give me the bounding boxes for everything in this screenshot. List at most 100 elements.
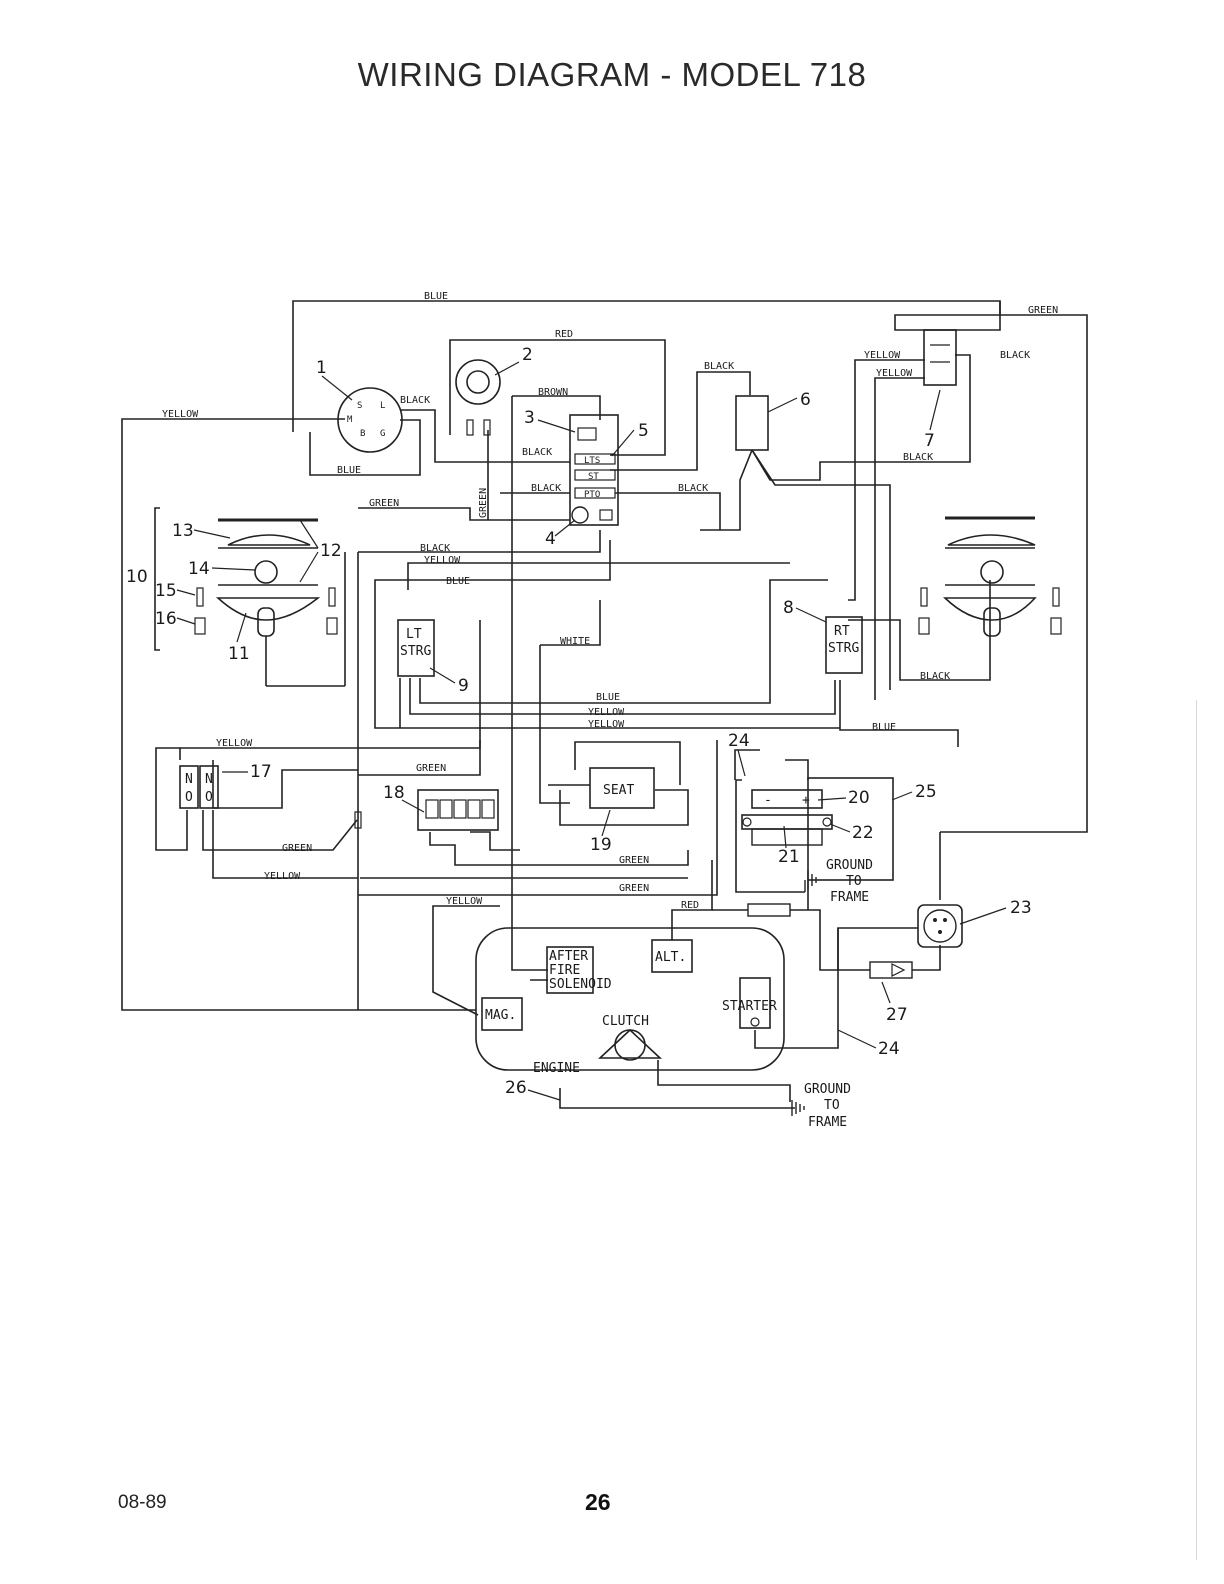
svg-text:MAG.: MAG.	[485, 1008, 516, 1023]
svg-text:13: 13	[172, 521, 194, 541]
horn-component	[455, 359, 501, 436]
svg-text:GREEN: GREEN	[619, 883, 649, 894]
svg-text:+: +	[802, 793, 810, 808]
svg-text:GREEN: GREEN	[478, 488, 489, 518]
svg-text:BLUE: BLUE	[424, 291, 448, 302]
svg-text:5: 5	[638, 421, 649, 441]
svg-text:BLACK: BLACK	[522, 447, 552, 458]
svg-text:O: O	[185, 790, 193, 805]
battery-20: - +	[741, 777, 894, 881]
svg-text:YELLOW: YELLOW	[424, 555, 461, 566]
svg-text:17: 17	[250, 762, 272, 782]
svg-text:1: 1	[316, 358, 327, 378]
page-title: WIRING DIAGRAM - MODEL 718	[357, 56, 867, 93]
svg-text:GREEN: GREEN	[619, 855, 649, 866]
to-label-2: TO	[824, 1098, 840, 1113]
svg-text:7: 7	[924, 431, 935, 451]
diode-27	[869, 961, 913, 979]
ground-label-2: GROUND	[804, 1082, 851, 1097]
wire-labels: BLUE GREEN RED YELLOW BLACK BLUE BROWN B…	[162, 291, 1058, 911]
svg-text:BLACK: BLACK	[1000, 350, 1030, 361]
svg-text:GREEN: GREEN	[416, 763, 446, 774]
svg-text:M: M	[347, 415, 353, 425]
svg-text:25: 25	[915, 782, 937, 802]
svg-text:LT: LT	[406, 627, 422, 642]
svg-text:-: -	[764, 793, 772, 808]
svg-text:FIRE: FIRE	[549, 963, 580, 978]
svg-text:N: N	[205, 772, 213, 787]
svg-text:YELLOW: YELLOW	[588, 719, 625, 730]
svg-text:12: 12	[320, 541, 342, 561]
svg-text:YELLOW: YELLOW	[864, 350, 901, 361]
svg-text:ST: ST	[588, 472, 599, 482]
engine-label: ENGINE	[533, 1061, 580, 1076]
svg-text:24: 24	[878, 1039, 900, 1059]
plug-23	[917, 904, 963, 948]
svg-text:BLUE: BLUE	[872, 722, 896, 733]
svg-text:9: 9	[458, 676, 469, 696]
wires	[121, 300, 1088, 1109]
svg-text:O: O	[205, 790, 213, 805]
rt-strg-switch: RT STRG	[825, 616, 863, 674]
svg-text:GREEN: GREEN	[369, 498, 399, 509]
svg-text:YELLOW: YELLOW	[446, 896, 483, 907]
ignition-switch: S L M B G	[337, 387, 403, 453]
svg-text:18: 18	[383, 783, 405, 803]
svg-text:LTS: LTS	[584, 456, 600, 466]
lt-strg-switch: LT STRG	[397, 619, 435, 677]
svg-text:15: 15	[155, 581, 177, 601]
svg-text:26: 26	[505, 1078, 527, 1098]
svg-text:YELLOW: YELLOW	[162, 409, 199, 420]
frame-label-2: FRAME	[808, 1115, 847, 1130]
right-headlight	[918, 516, 1062, 637]
svg-text:BLACK: BLACK	[531, 483, 561, 494]
frame-label-1: FRAME	[830, 890, 869, 905]
ground-symbol-1	[804, 870, 817, 892]
svg-text:27: 27	[886, 1005, 908, 1025]
fuse-block-18	[354, 789, 499, 831]
svg-text:YELLOW: YELLOW	[264, 871, 301, 882]
svg-text:S: S	[357, 401, 362, 411]
callout-numbers: 1 2 3 4 5 6 7 8 9 10 11 12 13 14 15 16 1…	[126, 345, 1032, 1101]
svg-text:YELLOW: YELLOW	[216, 738, 253, 749]
alternator: ALT.	[651, 939, 693, 973]
svg-text:BROWN: BROWN	[538, 387, 568, 398]
to-label-1: TO	[846, 874, 862, 889]
inline-fuse	[747, 903, 791, 917]
svg-text:23: 23	[1010, 898, 1032, 918]
svg-text:STRG: STRG	[400, 644, 431, 659]
svg-text:STARTER: STARTER	[722, 999, 777, 1014]
relay-6	[735, 395, 769, 451]
svg-text:10: 10	[126, 567, 148, 587]
svg-text:B: B	[360, 429, 365, 439]
svg-text:YELLOW: YELLOW	[588, 707, 625, 718]
svg-text:AFTER: AFTER	[549, 949, 588, 964]
clutch: CLUTCH	[597, 1014, 663, 1061]
svg-text:20: 20	[848, 788, 870, 808]
svg-text:RED: RED	[681, 900, 699, 911]
svg-text:STRG: STRG	[828, 641, 859, 656]
svg-text:BLUE: BLUE	[337, 465, 361, 476]
svg-text:21: 21	[778, 847, 800, 867]
svg-text:16: 16	[155, 609, 177, 629]
svg-text:N: N	[185, 772, 193, 787]
svg-text:BLUE: BLUE	[446, 576, 470, 587]
left-headlight	[154, 507, 346, 687]
svg-text:11: 11	[228, 644, 250, 664]
svg-text:BLACK: BLACK	[920, 671, 950, 682]
svg-text:YELLOW: YELLOW	[876, 368, 913, 379]
svg-text:RT: RT	[834, 624, 850, 639]
footer-date: 08-89	[118, 1492, 167, 1513]
svg-text:PTO: PTO	[584, 490, 600, 500]
svg-text:BLACK: BLACK	[420, 543, 450, 554]
svg-text:BLACK: BLACK	[704, 361, 734, 372]
svg-text:BLACK: BLACK	[903, 452, 933, 463]
page-number: 26	[585, 1489, 611, 1515]
svg-text:BLACK: BLACK	[400, 395, 430, 406]
svg-text:8: 8	[783, 598, 794, 618]
svg-text:SOLENOID: SOLENOID	[549, 977, 612, 992]
svg-text:GREEN: GREEN	[282, 843, 312, 854]
svg-text:L: L	[380, 401, 385, 411]
svg-text:WHITE: WHITE	[560, 636, 590, 647]
